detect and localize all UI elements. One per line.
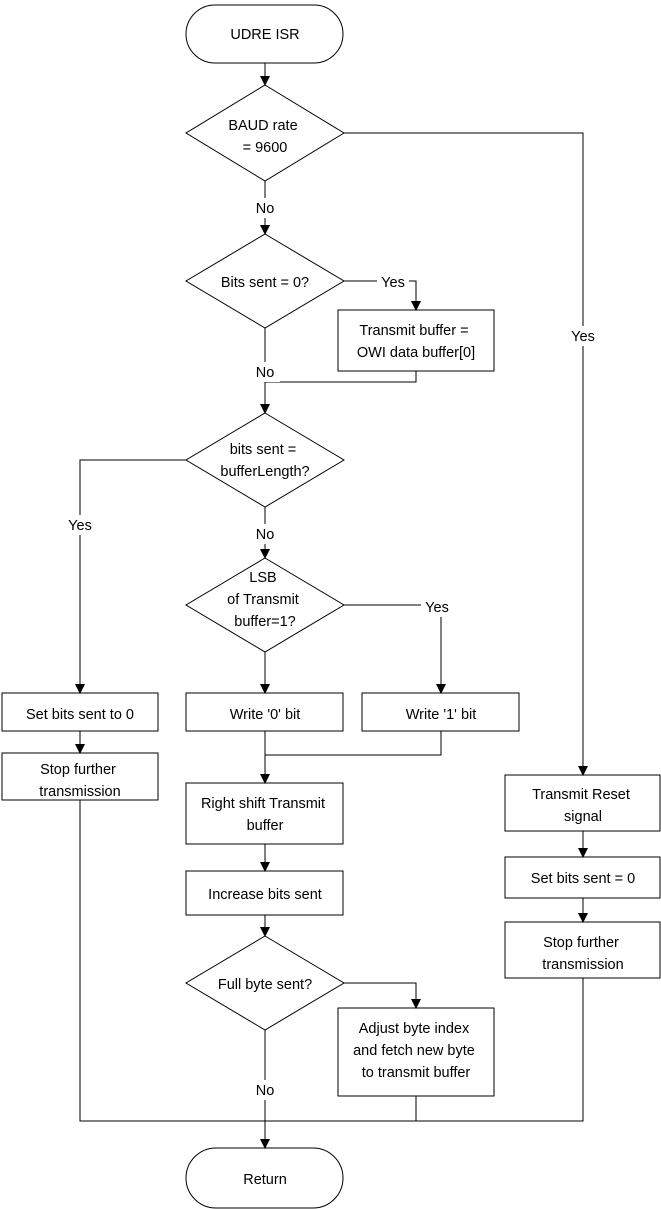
increase-bits-process: Increase bits sent — [185, 870, 344, 916]
length-no-label: No — [256, 527, 275, 543]
write-zero-process: Write '0' bit — [185, 692, 344, 732]
length-yes-label: Yes — [68, 518, 92, 534]
edge-labels: No Yes Yes No Yes No Yes No — [64, 198, 599, 1100]
write-one-merge-line — [265, 731, 442, 756]
buffer-length-decision: bits sent = bufferLength? — [185, 412, 345, 508]
write-one-process: Write '1' bit — [361, 692, 520, 732]
lsb-decision-label: LSB of Transmit buffer=1? — [227, 570, 303, 630]
baud-yes-arrow — [344, 132, 588, 776]
reset-bits-right-label: Set bits sent = 0 — [531, 871, 635, 887]
lsb-yes-label: Yes — [425, 600, 449, 616]
stop-right-return-line — [416, 978, 584, 1122]
stop-left-return-line — [79, 800, 265, 1122]
length-yes-arrow — [75, 459, 186, 694]
stop-left-label: Stop further transmission — [39, 762, 120, 800]
shift-buffer-process: Right shift Transmit buffer — [185, 782, 344, 845]
increase-bits-label: Increase bits sent — [208, 887, 322, 903]
bits-zero-no-label: No — [256, 365, 275, 381]
write-one-label: Write '1' bit — [406, 707, 477, 723]
write-zero-label: Write '0' bit — [230, 707, 301, 723]
reset-bits-left-process: Set bits sent to 0 — [1, 692, 159, 732]
next-byte-label: Adjust byte index and fetch new byte to … — [353, 1021, 479, 1081]
reset-bits-left-label: Set bits sent to 0 — [26, 707, 134, 723]
start-label: UDRE ISR — [230, 27, 299, 43]
buffer-length-decision-label: bits sent = bufferLength? — [220, 442, 309, 480]
stop-right-process: Stop further transmission — [504, 921, 661, 979]
bits-zero-decision: Bits sent = 0? — [185, 233, 345, 329]
load-buffer-merge-line — [265, 371, 417, 383]
lsb-decision: LSB of Transmit buffer=1? — [185, 557, 345, 653]
end-terminator: Return — [185, 1147, 344, 1209]
transmit-reset-process: Transmit Reset signal — [504, 774, 661, 832]
transmit-reset-label: Transmit Reset signal — [532, 787, 634, 825]
lsb-yes-arrow — [344, 604, 446, 694]
bits-zero-decision-label: Bits sent = 0? — [221, 275, 309, 291]
baud-yes-label: Yes — [571, 329, 595, 345]
end-label: Return — [243, 1172, 287, 1188]
next-byte-return-line — [265, 1096, 417, 1122]
baud-rate-decision: BAUD rate = 9600 — [185, 84, 345, 182]
full-byte-decision-label: Full byte sent? — [218, 977, 312, 993]
shift-buffer-label: Right shift Transmit buffer — [201, 796, 329, 834]
baud-no-label: No — [256, 201, 275, 217]
load-buffer-process: Transmit buffer = OWI data buffer[0] — [337, 309, 495, 372]
full-byte-decision: Full byte sent? — [185, 935, 345, 1031]
bits-zero-yes-label: Yes — [381, 275, 405, 291]
bits-zero-yes-arrow — [344, 280, 421, 311]
stop-right-label: Stop further transmission — [542, 935, 623, 973]
full-byte-no-label: No — [256, 1083, 275, 1099]
next-byte-process: Adjust byte index and fetch new byte to … — [337, 1007, 495, 1097]
reset-bits-right-process: Set bits sent = 0 — [504, 856, 661, 899]
load-buffer-label: Transmit buffer = OWI data buffer[0] — [357, 323, 475, 361]
stop-left-process: Stop further transmission — [1, 752, 159, 801]
baud-rate-decision-label: BAUD rate = 9600 — [228, 118, 301, 156]
start-terminator: UDRE ISR — [185, 4, 344, 64]
full-byte-yes-arrow — [344, 982, 421, 1009]
